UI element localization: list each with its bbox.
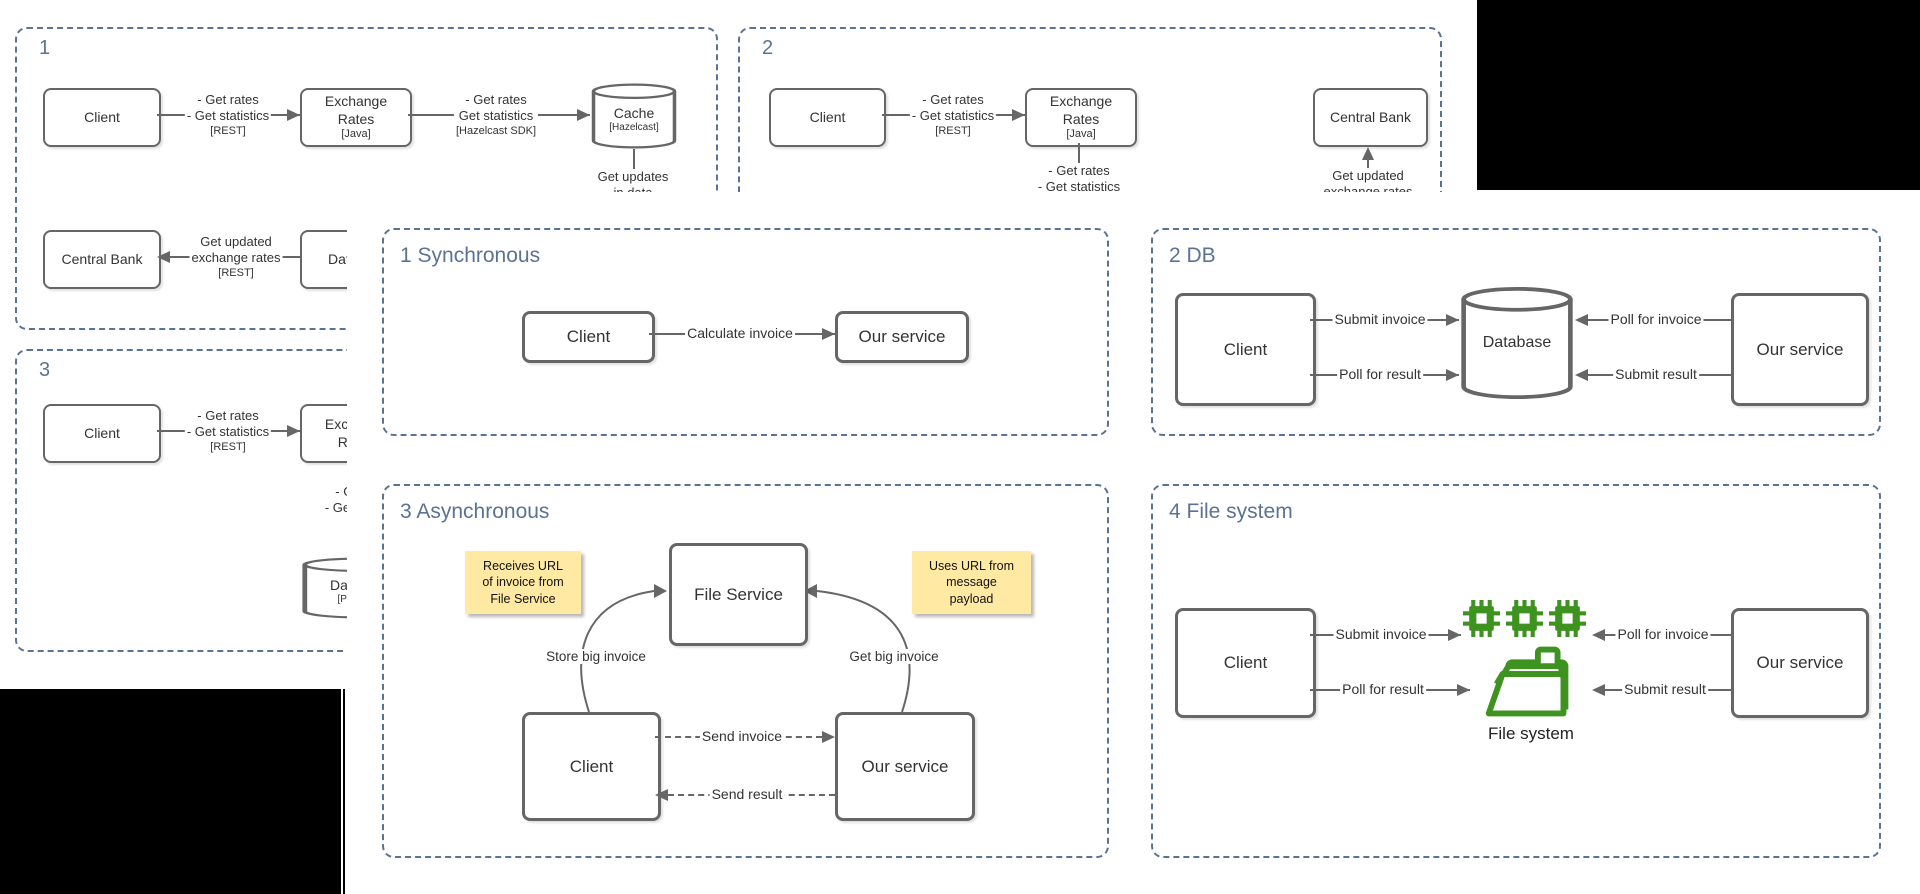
- file-service-node: File Service: [669, 543, 808, 646]
- arrowhead-left-icon: [1575, 369, 1588, 381]
- edge-label-calculate-invoice: Calculate invoice: [685, 325, 795, 343]
- edge-label-hazelcast-sdk: - Get rates Get statistics [Hazelcast SD…: [453, 92, 539, 139]
- panel-3-number: 3: [39, 359, 51, 381]
- arrowhead-left-icon: [1592, 684, 1605, 696]
- arrowhead-up-icon: [1362, 147, 1374, 160]
- edge-label-poll-for-invoice-fs: Poll for invoice: [1615, 626, 1711, 644]
- panel-file-system-title: 4 File system: [1169, 500, 1293, 523]
- edge-label-send-result: Send result: [709, 786, 785, 804]
- exchange-rates-node-d2: Exchange Rates [Java]: [1025, 88, 1137, 147]
- edge-label-poll-for-result-fs: Poll for result: [1340, 681, 1426, 699]
- edge-label-poll-for-result-db: Poll for result: [1337, 366, 1423, 384]
- our-service-node-async: Our service: [835, 712, 975, 821]
- arrowhead-right-icon: [822, 731, 835, 743]
- panel-file-system: 4 File system Client Our service: [1151, 484, 1881, 858]
- client-node-async: Client: [522, 712, 661, 821]
- client-node-sync: Client: [522, 311, 655, 363]
- arrowhead-left-icon: [157, 251, 170, 263]
- panel-asynchronous: 3 Asynchronous Receives URL of invoice f…: [382, 484, 1109, 858]
- cache-sublabel: [Hazelcast]: [609, 122, 659, 133]
- arrowhead-right-icon: [1446, 369, 1459, 381]
- panel-1-number: 1: [39, 37, 51, 59]
- edge-label-get-rates-rest-d2: - Get rates - Get statistics [REST]: [909, 92, 997, 139]
- cache-label: Cache: [613, 105, 655, 121]
- black-stray-line: [343, 689, 345, 894]
- our-service-node-sync: Our service: [835, 311, 969, 363]
- edge-label-store-big-invoice: Store big invoice: [544, 649, 648, 664]
- edge-label-get-rates-rest-d3: - Get rates - Get statistics [REST]: [184, 408, 272, 455]
- chip-icon: [1506, 600, 1543, 637]
- arrowhead-left-icon: [655, 789, 668, 801]
- cylinder-shape-icon: [1461, 286, 1573, 400]
- edge-label-submit-result-db: Submit result: [1613, 366, 1699, 384]
- chip-icon: [1549, 600, 1586, 637]
- curved-edges: [580, 584, 911, 713]
- edge-label-poll-for-invoice-db: Poll for invoice: [1608, 311, 1704, 329]
- edge-label-submit-result-fs: Submit result: [1622, 681, 1708, 699]
- central-bank-node-d1: Central Bank: [43, 230, 161, 289]
- panel-db: 2 DB Client Database Our service Submit …: [1151, 228, 1881, 436]
- arrowhead-right-icon: [577, 109, 590, 121]
- arrowhead-left-icon: [1592, 629, 1605, 641]
- edge-label-get-updated-rates-d1: Get updated exchange rates [REST]: [189, 234, 283, 281]
- arrowhead-right-icon: [287, 109, 300, 121]
- arrowhead-right-icon: [1446, 314, 1459, 326]
- our-service-node-fs: Our service: [1731, 608, 1869, 718]
- chip-icon: [1463, 600, 1500, 637]
- edge-label-get-rates-rest-d1: - Get rates - Get statistics [REST]: [184, 92, 272, 139]
- chip-icons-row: [1463, 600, 1587, 638]
- client-node-d2: Client: [769, 88, 886, 147]
- client-node-db: Client: [1175, 293, 1316, 406]
- edge-line: [633, 149, 635, 169]
- arrowhead-right-icon: [1012, 109, 1025, 121]
- exchange-below-label-d2: - Get rates - Get statistics: [1035, 163, 1123, 196]
- cache-cylinder: Cache [Hazelcast]: [590, 83, 678, 149]
- client-node-d3: Client: [43, 404, 161, 463]
- arrowhead-right-icon: [1457, 684, 1470, 696]
- sticky-note-receives-url: Receives URL of invoice from File Servic…: [465, 551, 581, 614]
- client-node-d1: Client: [43, 88, 161, 147]
- edge-label-submit-invoice-db: Submit invoice: [1332, 311, 1428, 329]
- black-mask-top-right: [1477, 0, 1920, 190]
- panel-2-number: 2: [762, 37, 774, 59]
- panel-synchronous-title: 1 Synchronous: [400, 244, 541, 267]
- cylinder-shape-icon: [591, 83, 677, 149]
- client-node-fs: Client: [1175, 608, 1316, 718]
- edge-label-get-big-invoice: Get big invoice: [847, 649, 941, 664]
- arrowhead-left-icon: [1575, 314, 1588, 326]
- edge-line: [1078, 143, 1080, 163]
- arrowhead-right-icon: [822, 328, 835, 340]
- arrowhead-right-icon: [1448, 629, 1461, 641]
- our-service-node-db: Our service: [1731, 293, 1869, 406]
- edge-label-send-invoice: Send invoice: [699, 728, 785, 746]
- folder-icon: [1485, 646, 1569, 717]
- database-cylinder-db: Database: [1459, 286, 1575, 400]
- panel-asynchronous-title: 3 Asynchronous: [400, 500, 550, 523]
- panel-synchronous: 1 Synchronous Client Calculate invoice O…: [382, 228, 1109, 436]
- file-system-label: File system: [1488, 724, 1574, 743]
- central-bank-node-d2: Central Bank: [1313, 88, 1428, 147]
- black-mask-bottom-left: [0, 689, 341, 894]
- edge-label-submit-invoice-fs: Submit invoice: [1333, 626, 1429, 644]
- exchange-rates-node-d1: Exchange Rates [Java]: [300, 88, 412, 147]
- arrowhead-right-icon: [287, 425, 300, 437]
- database-label-db: Database: [1482, 334, 1552, 351]
- sticky-note-uses-url: Uses URL from message payload: [912, 551, 1031, 614]
- panel-db-title: 2 DB: [1169, 244, 1216, 267]
